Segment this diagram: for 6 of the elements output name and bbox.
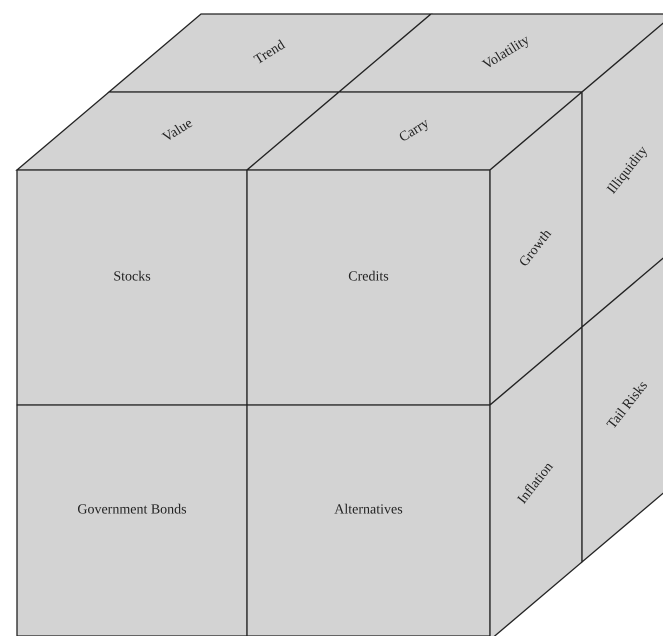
face-label: Government Bonds [77, 502, 187, 518]
face-label: Carry [396, 116, 432, 146]
face-label: Credits [348, 270, 389, 285]
face-label: Stocks [113, 270, 151, 285]
face-label: Value [160, 116, 196, 146]
face-label: Alternatives [334, 502, 403, 518]
